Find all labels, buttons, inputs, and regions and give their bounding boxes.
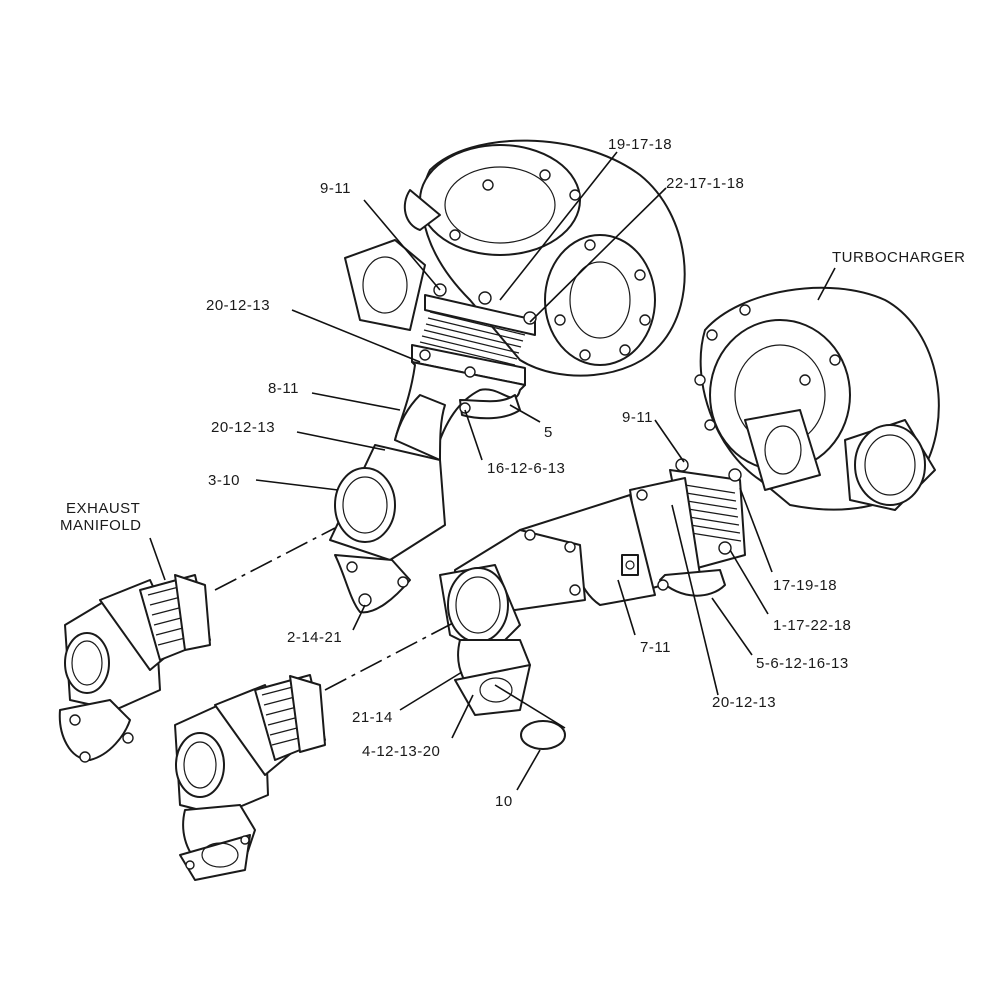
lower-turbo-bolts <box>694 304 841 431</box>
upper-turbo-bolts <box>449 169 651 361</box>
part-labels: 19-17-18 22-17-1-18 9-11 20-12-13 8-11 5… <box>60 136 966 810</box>
label-8-11: 8-11 <box>268 380 299 397</box>
label-manifold: MANIFOLD <box>60 517 142 534</box>
upper-flange-bolts <box>419 283 537 414</box>
exhaust-manifold-upper <box>58 574 211 763</box>
label-exhaust: EXHAUST <box>66 500 140 517</box>
label-21-14: 21-14 <box>352 709 393 726</box>
gasket-ring <box>520 720 566 750</box>
label-4-12-13-20: 4-12-13-20 <box>362 743 440 760</box>
label-16-12-6-13: 16-12-6-13 <box>487 460 565 477</box>
left-riser-flange <box>329 394 446 614</box>
upper-turbocharger <box>344 139 686 377</box>
label-2-14-21: 2-14-21 <box>287 629 342 646</box>
lower-turbocharger <box>694 286 940 511</box>
right-bellows-convolutions <box>684 484 742 542</box>
label-20-12-13-top: 20-12-13 <box>206 297 270 314</box>
label-20-12-13-bottom: 20-12-13 <box>712 694 776 711</box>
label-1-17-22-18: 1-17-22-18 <box>773 617 851 634</box>
label-17-19-18: 17-19-18 <box>773 577 837 594</box>
center-lines <box>214 527 456 691</box>
leader-lines <box>149 151 836 791</box>
label-22-17-1-18: 22-17-1-18 <box>666 175 744 192</box>
right-bellows-elbow <box>519 458 746 606</box>
label-10: 10 <box>495 793 513 810</box>
label-20-12-13-mid: 20-12-13 <box>211 419 275 436</box>
label-turbocharger: TURBOCHARGER <box>832 249 966 266</box>
exhaust-manifold-lower <box>174 674 326 881</box>
label-5-6-12-16-13: 5-6-12-16-13 <box>756 655 849 672</box>
label-5: 5 <box>544 424 553 441</box>
label-9-11-right: 9-11 <box>622 409 653 426</box>
right-flange-bolts <box>636 458 742 591</box>
label-9-11-top: 9-11 <box>320 180 351 197</box>
label-7-11: 7-11 <box>640 639 671 656</box>
center-exhaust-section <box>439 529 586 750</box>
label-3-10: 3-10 <box>208 472 240 489</box>
upper-bellows-convolutions <box>419 311 526 366</box>
label-19-17-18: 19-17-18 <box>608 136 672 153</box>
